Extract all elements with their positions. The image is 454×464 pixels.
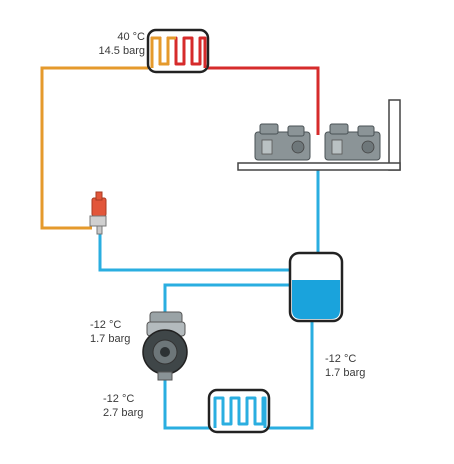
condenser-pressure: 14.5 barg (98, 45, 145, 57)
return-label: -12 °C 1.7 barg (325, 352, 365, 380)
valve-to-receiver-pipe (98, 232, 290, 272)
liquid-receiver (288, 251, 344, 323)
condenser-temp: 40 °C (117, 31, 145, 43)
pump-outlet-label: -12 °C 2.7 barg (103, 392, 143, 420)
receiver-liquid-level (292, 280, 340, 319)
compressor-left (254, 123, 311, 161)
pump-icon (142, 311, 188, 381)
evaporator-coil (207, 388, 271, 434)
pump-outlet-pressure: 2.7 barg (103, 407, 144, 419)
return-temp: -12 °C (325, 353, 357, 365)
receiver-to-pump-pipe (163, 283, 290, 312)
condenser-label: 40 °C 14.5 barg (95, 30, 145, 58)
pump-inlet-pressure: 1.7 barg (90, 333, 131, 345)
evaporator-return-pipe (265, 315, 314, 430)
condenser-coil-warm (150, 36, 176, 68)
compressor-right (324, 123, 381, 161)
pump-outlet-temp: -12 °C (103, 393, 135, 405)
compressor-rack (237, 99, 401, 171)
hot-gas-pipe (205, 66, 320, 135)
condenser-coil (146, 28, 210, 74)
warm-liquid-pipe (40, 66, 148, 230)
evaporator-coil-blue (213, 396, 267, 428)
valve-icon (89, 191, 107, 235)
pump-inlet-label: -12 °C 1.7 barg (90, 318, 130, 346)
return-pressure: 1.7 barg (325, 367, 366, 379)
pump-to-evaporator-pipe (163, 378, 215, 430)
pump-inlet-temp: -12 °C (90, 319, 122, 331)
